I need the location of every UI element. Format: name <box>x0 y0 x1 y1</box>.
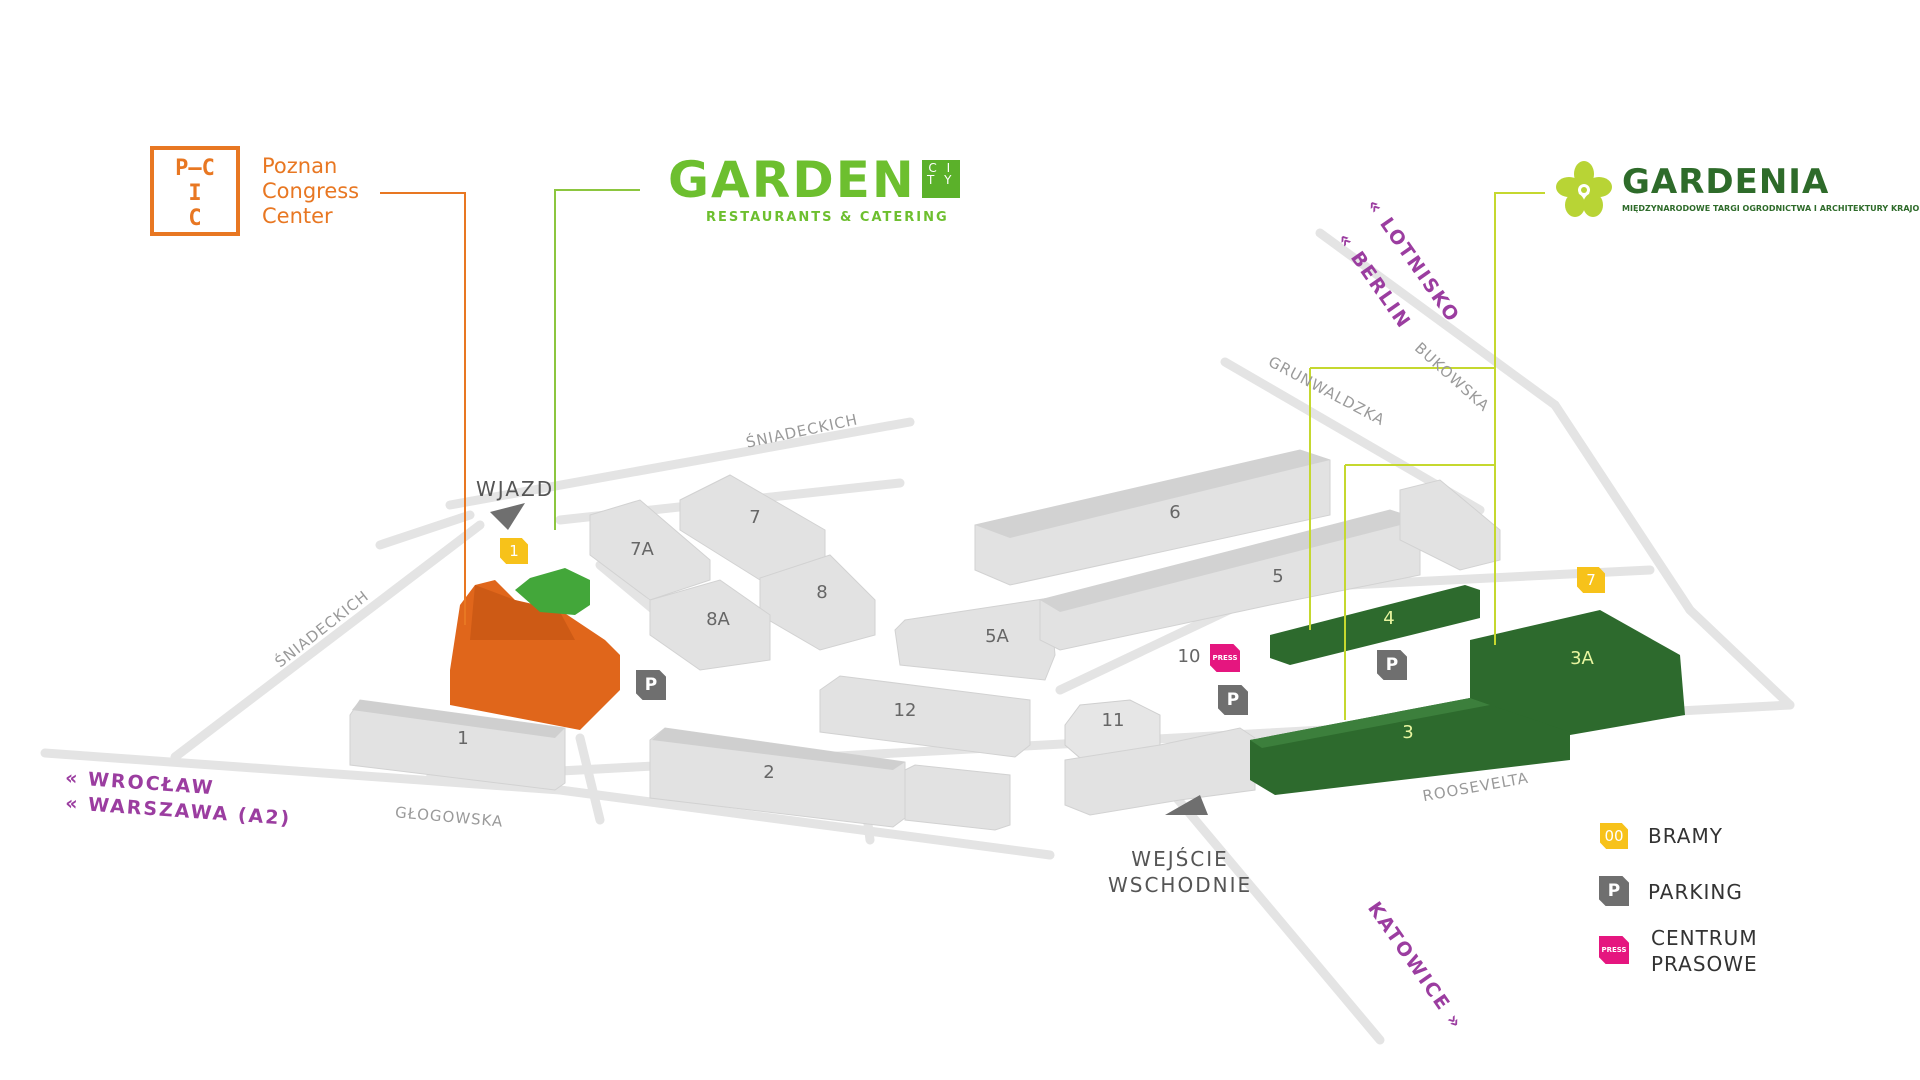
press-center-marker: PRESS <box>1210 644 1240 672</box>
gardenia-hall-3a <box>1470 610 1685 735</box>
wjazd-arrow-icon <box>490 503 525 530</box>
hall-2-roof <box>652 728 905 770</box>
hall-label-8a: 8A <box>706 609 730 630</box>
hall-8a-block <box>649 579 771 671</box>
leader-lines <box>380 189 1545 720</box>
pcc-building-roof <box>470 585 575 640</box>
hall-label-4: 4 <box>1383 608 1395 629</box>
wejscie-arrow-icon <box>1165 795 1208 815</box>
hall-block-9 <box>904 764 1011 831</box>
hall-label-2: 2 <box>763 762 775 783</box>
hall-label-6: 6 <box>1169 502 1181 523</box>
garden-city-word: GARDEN <box>668 151 916 209</box>
legend-centrum-line2: PRASOWE <box>1651 952 1758 976</box>
hall-label-5a: 5A <box>985 626 1009 647</box>
buildings <box>349 449 1501 831</box>
legend-bramy: BRAMY <box>1648 824 1723 848</box>
wejscie-label: WEJŚCIE WSCHODNIE <box>1108 846 1252 898</box>
gate-marker-7: 7 <box>1577 567 1605 593</box>
pcc-logo-icon: P—C I C <box>150 146 240 236</box>
pcc-logo-mid: I <box>188 181 202 206</box>
hall-label-7a: 7A <box>630 539 654 560</box>
gardenia-subtitle: MIĘDZYNARODOWE TARGI OGRODNICTWA I ARCHI… <box>1622 204 1920 213</box>
legend-parking-icon: P <box>1599 876 1629 906</box>
parking-marker-center: P <box>1218 685 1248 715</box>
hall-5a-block <box>894 597 1056 681</box>
flower-icon <box>1556 161 1612 217</box>
hall-label-11: 11 <box>1101 710 1125 731</box>
hall-label-5: 5 <box>1272 566 1284 587</box>
garden-city-sub: RESTAURANTS & CATERING <box>706 210 949 225</box>
pcc-logo-top: P—C <box>175 156 215 181</box>
wjazd-label: WJAZD <box>476 477 555 501</box>
hall-label-3: 3 <box>1402 722 1414 743</box>
hall-label-12: 12 <box>893 700 917 721</box>
garden-city-badge: C I T Y <box>921 160 960 198</box>
hall-6-roof <box>975 450 1330 538</box>
hall-7a-block <box>589 499 711 601</box>
hall-label-3a: 3A <box>1570 648 1594 669</box>
gardenia-hall-3-roof <box>1250 698 1490 748</box>
legend-parking: PARKING <box>1648 880 1743 904</box>
pcc-line1: Poznan <box>262 154 338 178</box>
pcc-line2: Congress <box>262 179 360 203</box>
pcc-line3: Center <box>262 204 333 228</box>
garden-city-building <box>515 568 590 615</box>
entrance-building <box>1064 727 1256 816</box>
hall-east-block <box>1399 479 1501 571</box>
legend-press-icon: PRESS <box>1599 936 1629 964</box>
gardenia-hall-3 <box>1250 698 1570 795</box>
hall-label-1: 1 <box>457 728 469 749</box>
hall-label-10: 10 <box>1177 646 1201 667</box>
legend-gate-icon: 00 <box>1600 823 1628 849</box>
hall-12-block <box>819 675 1031 758</box>
wejscie-line1: WEJŚCIE <box>1131 847 1229 871</box>
hall-label-7: 7 <box>749 507 761 528</box>
pcc-logo-bot: C <box>188 206 202 231</box>
hall-1-roof <box>352 700 565 738</box>
gardenia-hall-4 <box>1270 585 1480 665</box>
parking-marker-east: P <box>1377 650 1407 680</box>
gardenia-word: GARDENIA <box>1622 162 1830 202</box>
hall-5-roof <box>1040 510 1420 612</box>
pcc-logo-text: Poznan Congress Center <box>262 154 359 229</box>
hall-label-8: 8 <box>816 582 828 603</box>
legend-centrum-line1: CENTRUM <box>1651 926 1758 950</box>
gate-marker-1: 1 <box>500 538 528 564</box>
parking-marker-west: P <box>636 670 666 700</box>
wejscie-line2: WSCHODNIE <box>1108 873 1253 897</box>
